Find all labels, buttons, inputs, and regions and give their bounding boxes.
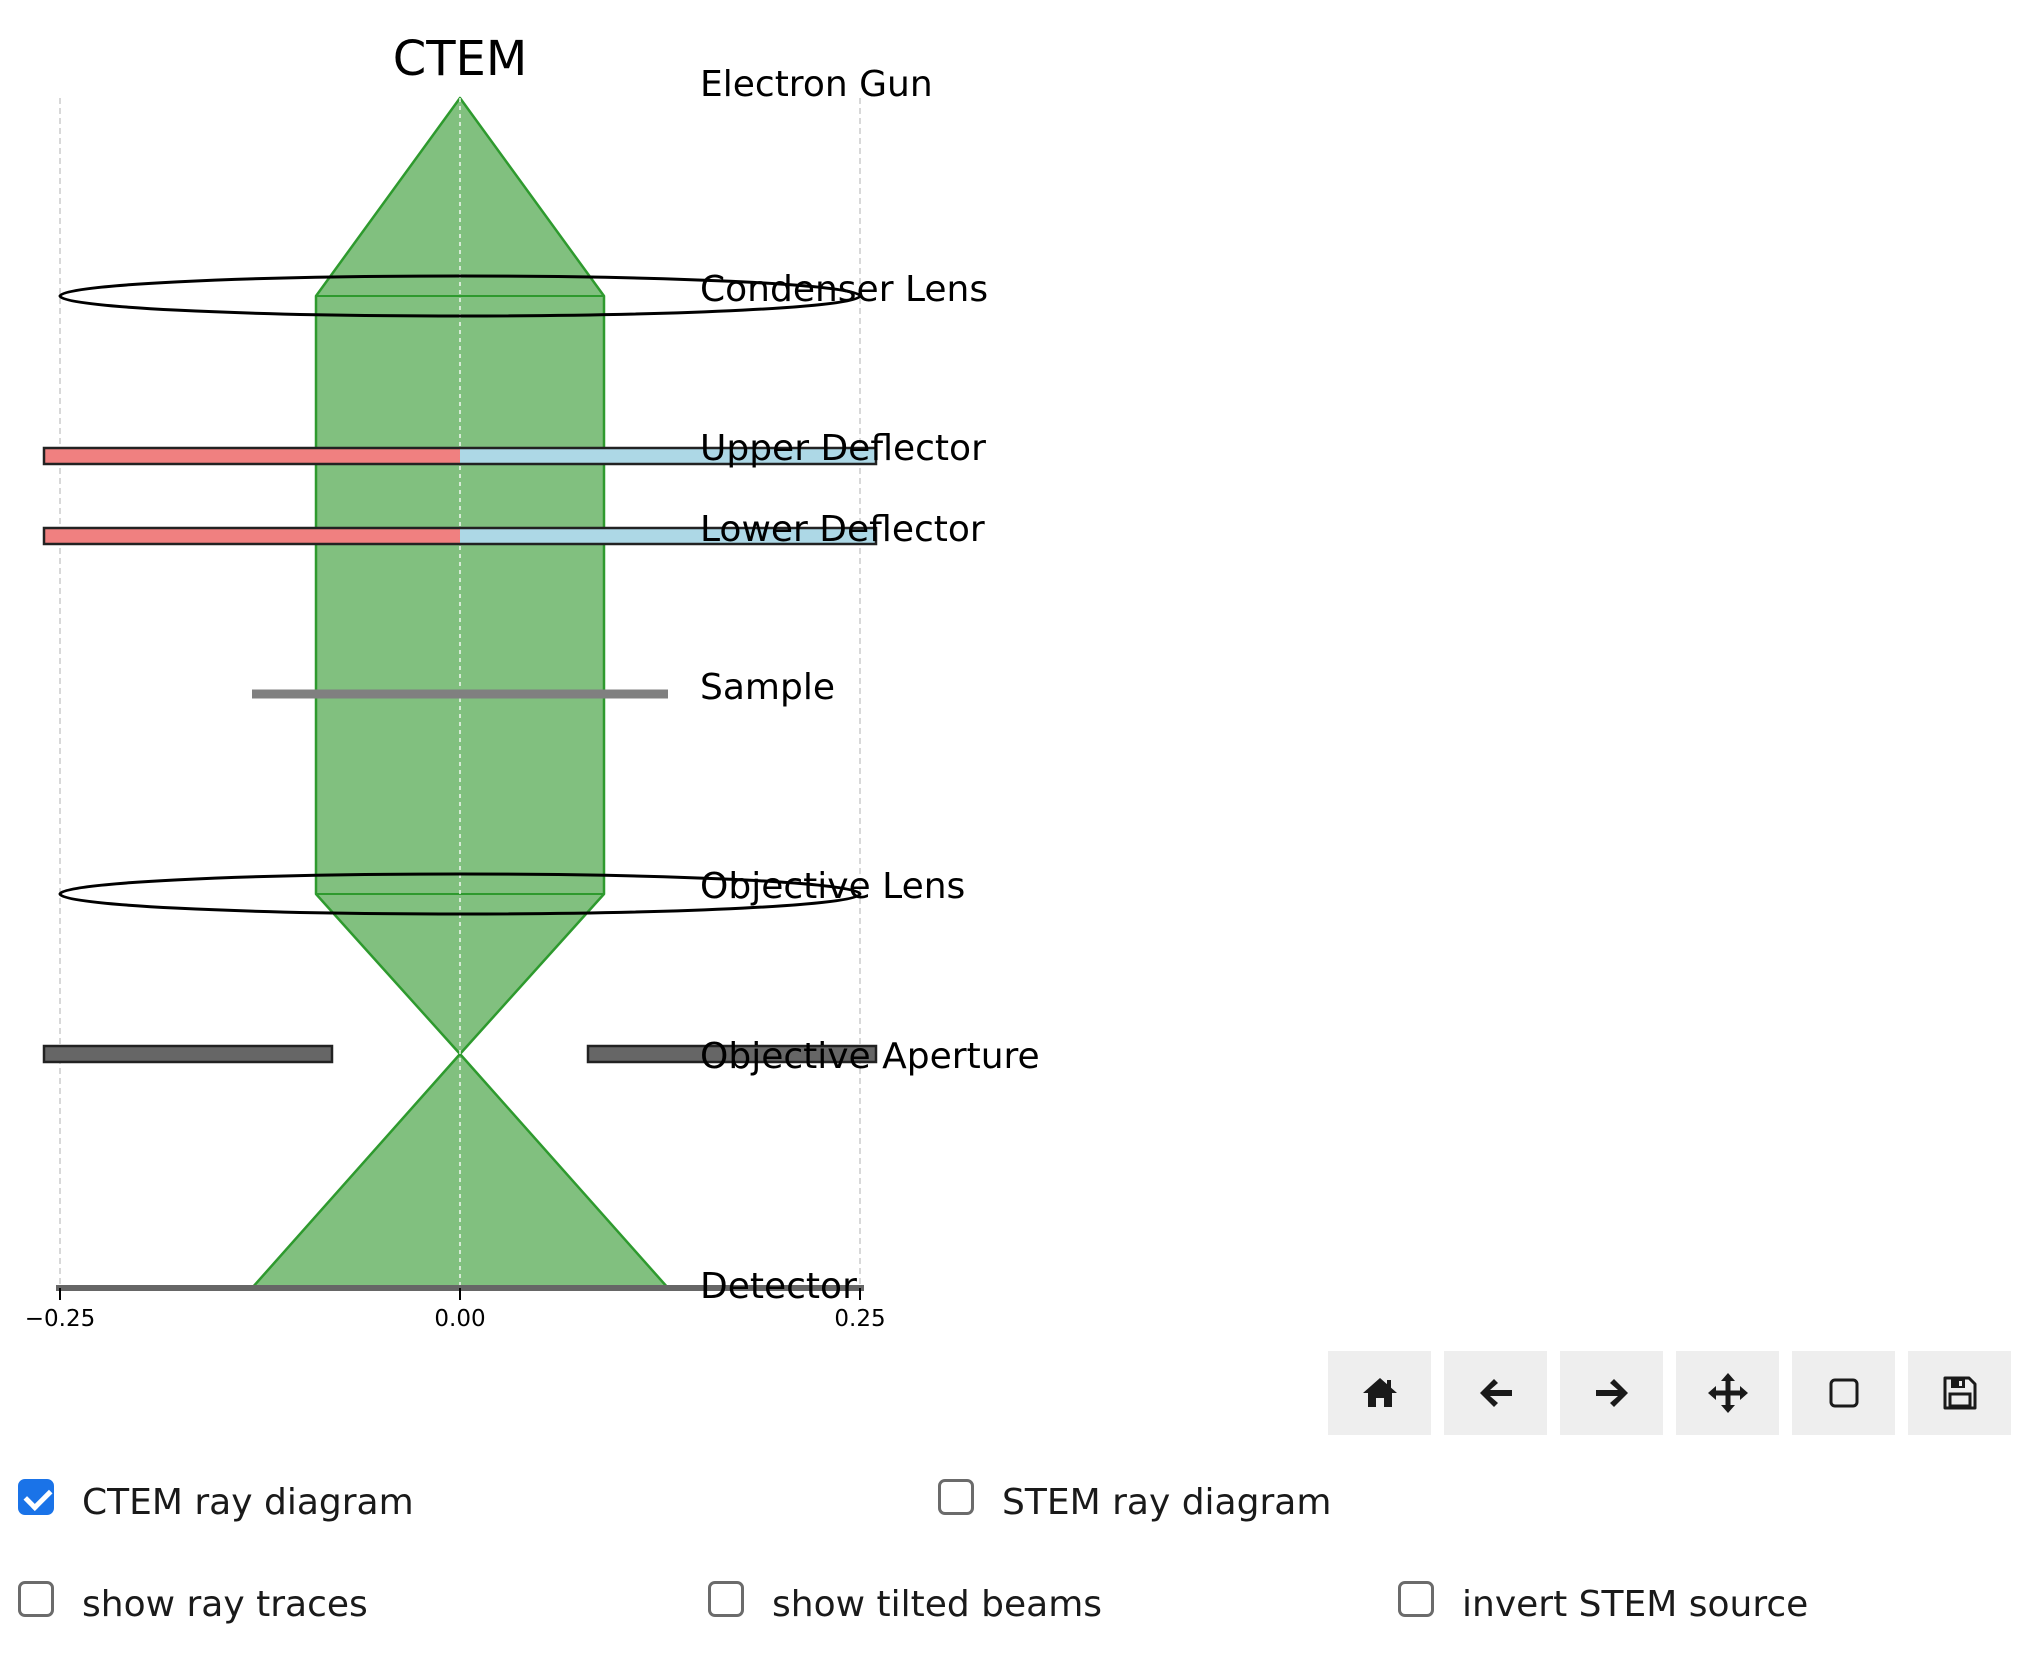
aperture-right bbox=[586, 1044, 878, 1064]
stem-checkbox[interactable]: STEM ray diagram bbox=[938, 1478, 1332, 1523]
home-icon bbox=[1362, 1378, 1397, 1407]
lower-deflector-frame bbox=[42, 526, 878, 546]
x-tick-label-0: −0.25 bbox=[25, 1306, 95, 1332]
label-lower-deflector: Lower Deflector bbox=[700, 509, 985, 550]
ray-traces-checkbox-label: show ray traces bbox=[82, 1584, 368, 1625]
invert-stem-checkbox[interactable]: invert STEM source bbox=[1398, 1580, 1809, 1625]
zoom-button[interactable] bbox=[1792, 1351, 1895, 1435]
upper-deflector-frame bbox=[42, 446, 878, 466]
stem-checkbox-box[interactable] bbox=[938, 1478, 974, 1515]
home-button[interactable] bbox=[1328, 1351, 1431, 1435]
x-tick-label-1: 0.00 bbox=[434, 1306, 485, 1332]
arrow-right-icon bbox=[1595, 1379, 1628, 1407]
ctem-checkbox-label: CTEM ray diagram bbox=[82, 1482, 414, 1523]
tilted-beams-checkbox-box[interactable] bbox=[708, 1580, 744, 1617]
label-aperture: Objective Aperture bbox=[700, 1036, 1040, 1077]
diagram-title: CTEM bbox=[393, 31, 528, 87]
zoom-rect-icon bbox=[1829, 1378, 1858, 1408]
x-tick-label-2: 0.25 bbox=[834, 1306, 885, 1332]
upper-deflector-right bbox=[460, 448, 876, 464]
invert-stem-checkbox-label: invert STEM source bbox=[1462, 1584, 1809, 1625]
tilted-beams-checkbox-label: show tilted beams bbox=[772, 1584, 1103, 1625]
arrow-left-icon bbox=[1479, 1379, 1512, 1407]
pan-button[interactable] bbox=[1676, 1351, 1779, 1435]
lower-deflector-left bbox=[44, 528, 460, 544]
stem-checkbox-label: STEM ray diagram bbox=[1002, 1482, 1332, 1523]
label-upper-deflector: Upper Deflector bbox=[700, 428, 986, 469]
forward-button[interactable] bbox=[1560, 1351, 1663, 1435]
options-panel: CTEM ray diagram STEM ray diagram show r… bbox=[0, 1400, 2038, 1668]
objective-lens bbox=[58, 872, 862, 916]
tilted-beams-checkbox[interactable]: show tilted beams bbox=[708, 1580, 1103, 1625]
save-button[interactable] bbox=[1908, 1351, 2011, 1435]
condenser-lens bbox=[58, 274, 862, 318]
invert-stem-checkbox-box[interactable] bbox=[1398, 1580, 1434, 1617]
ray-traces-checkbox[interactable]: show ray traces bbox=[18, 1580, 368, 1625]
label-condenser: Condenser Lens bbox=[700, 269, 988, 310]
label-sample: Sample bbox=[700, 667, 835, 708]
save-icon bbox=[1943, 1376, 1976, 1410]
back-button[interactable] bbox=[1444, 1351, 1547, 1435]
upper-deflector-left bbox=[44, 448, 460, 464]
label-objective: Objective Lens bbox=[700, 866, 965, 907]
plot-toolbar bbox=[1328, 1351, 2011, 1435]
aperture-left bbox=[42, 1044, 334, 1064]
label-detector: Detector bbox=[700, 1266, 857, 1307]
lower-deflector-right bbox=[460, 528, 876, 544]
move-icon bbox=[1707, 1373, 1748, 1413]
ctem-checkbox[interactable]: CTEM ray diagram bbox=[18, 1478, 414, 1523]
ray-traces-checkbox-box[interactable] bbox=[18, 1580, 54, 1617]
ctem-checkbox-box[interactable] bbox=[18, 1478, 54, 1515]
label-gun: Electron Gun bbox=[700, 64, 933, 105]
